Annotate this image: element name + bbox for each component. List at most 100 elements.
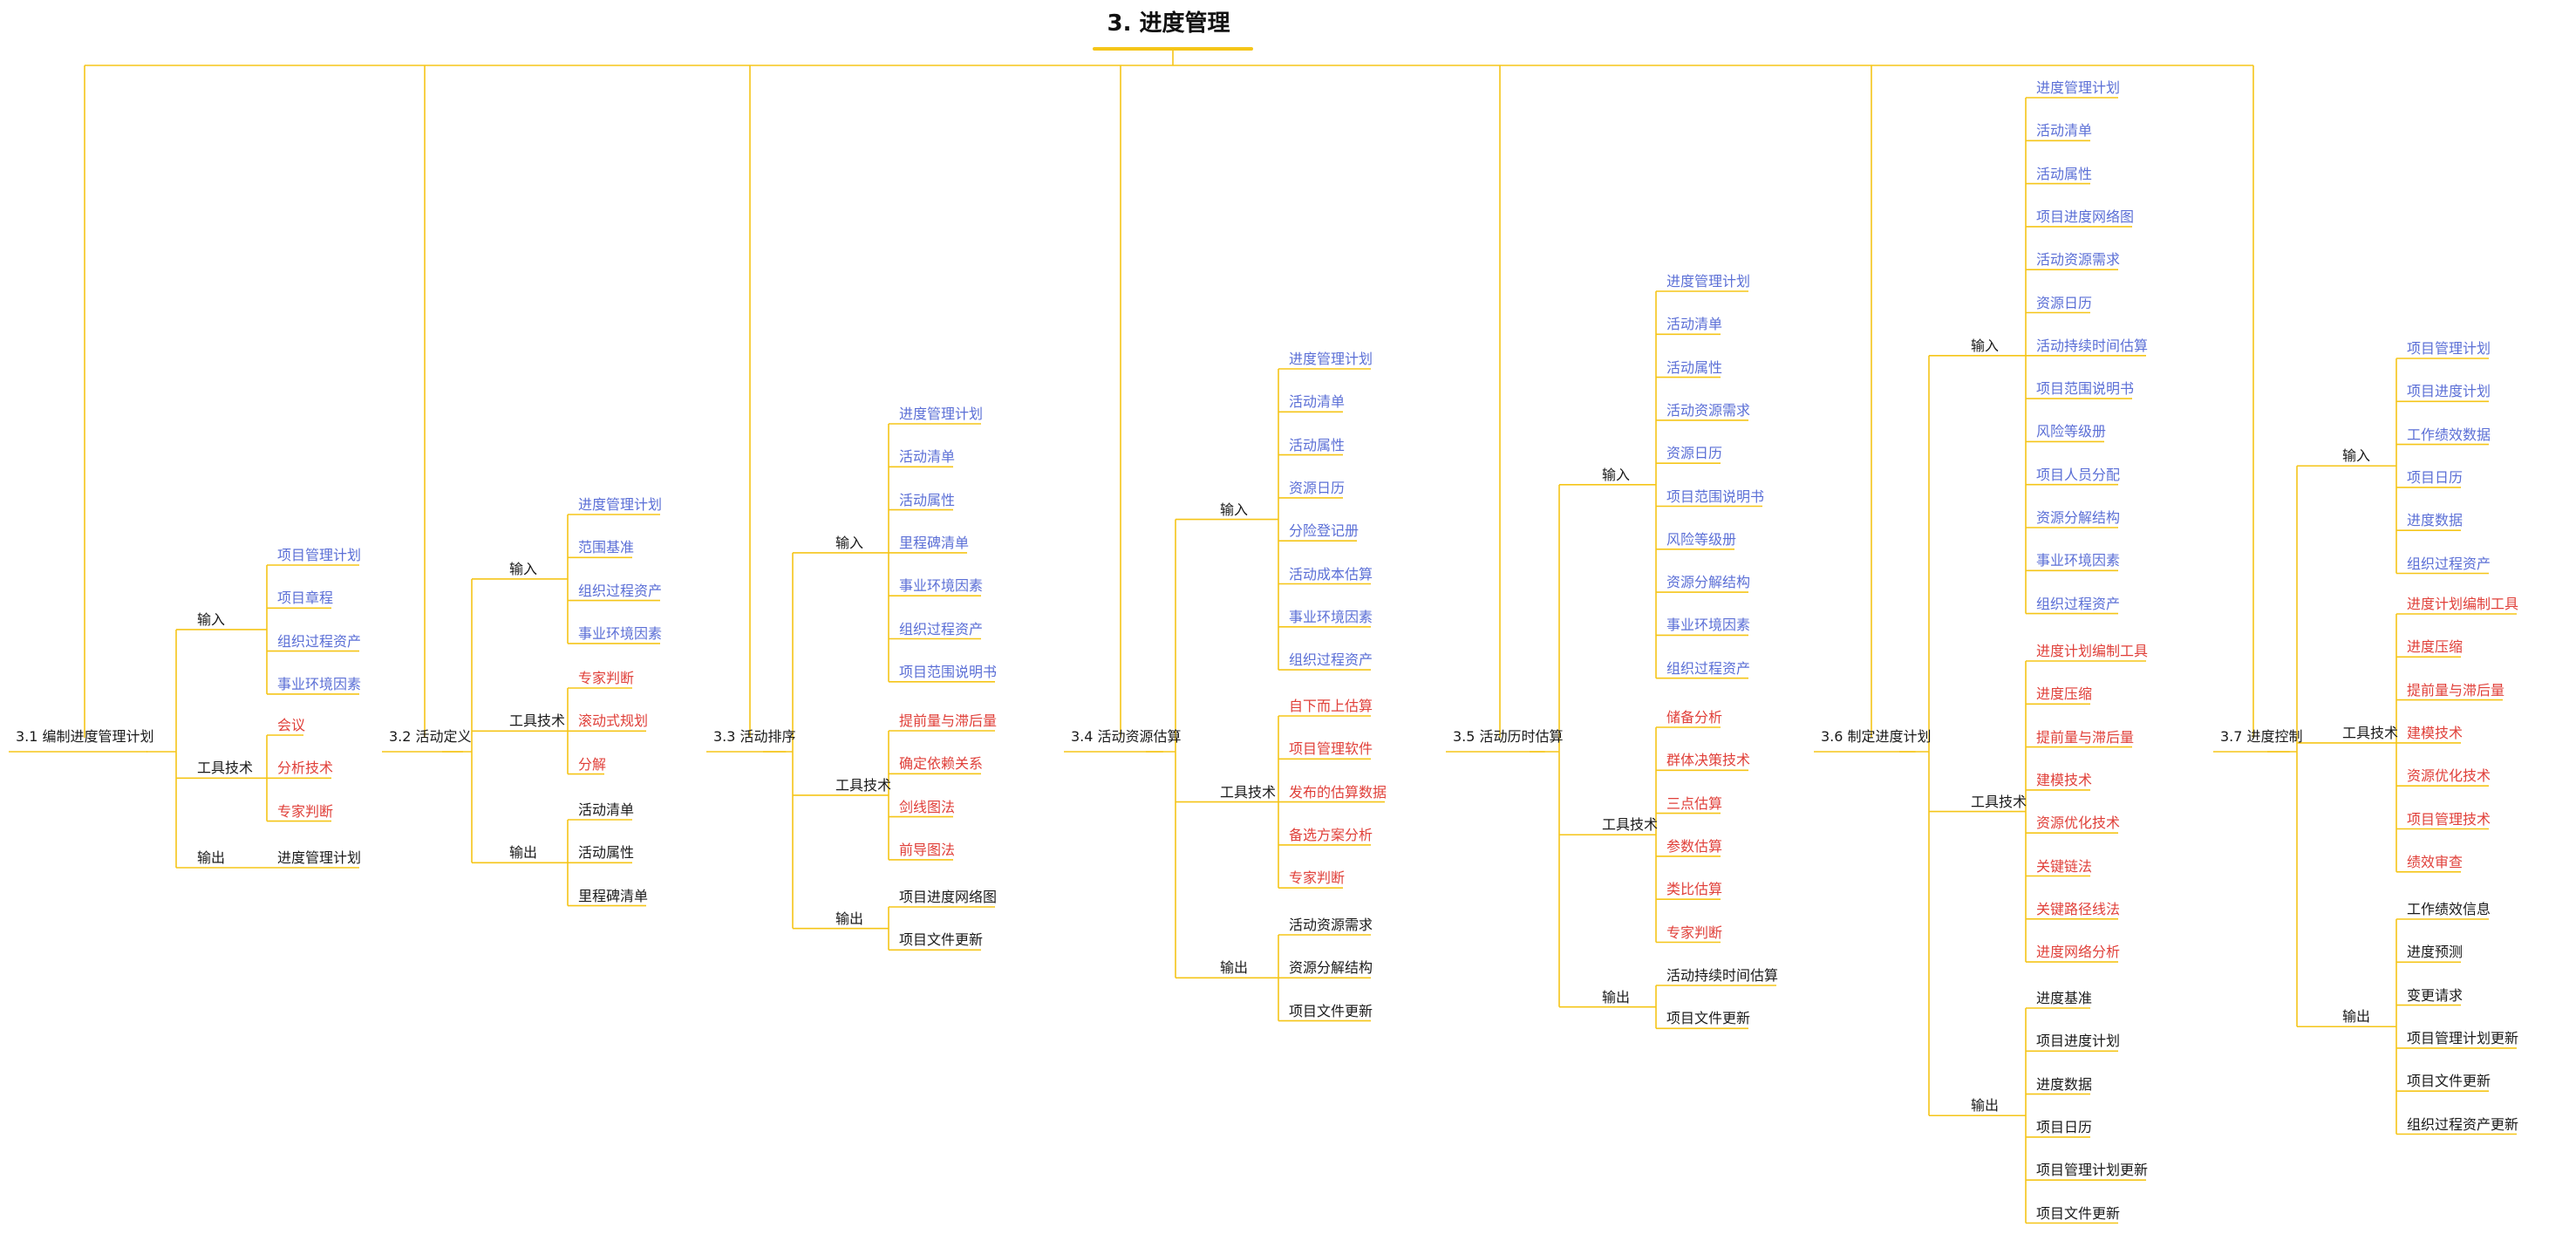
inputs-item: 事业环境因素: [2036, 552, 2121, 569]
tools-item: 项目管理技术: [2407, 810, 2491, 828]
inputs-item: 项目范围说明书: [1666, 487, 1765, 505]
outputs-item: 项目进度网络图: [899, 889, 998, 905]
tools-item: 项目管理软件: [1289, 740, 1373, 758]
category-inputs: 输入: [835, 534, 864, 551]
inputs-item: 进度管理计划: [1666, 273, 1751, 290]
inputs-item: 项目人员分配: [2036, 466, 2121, 483]
inputs-item: 活动清单: [2036, 122, 2093, 140]
category-outputs: 输出: [1602, 988, 1631, 1005]
outputs-item: 项目日历: [2036, 1118, 2093, 1135]
category-tools: 工具技术: [1602, 816, 1659, 834]
outputs-item: 工作绩效信息: [2407, 901, 2491, 917]
inputs-item: 资源日历: [1289, 479, 1346, 496]
inputs-item: 项目进度计划: [2407, 383, 2491, 400]
category-inputs: 输入: [1220, 501, 1249, 518]
inputs-item: 组织过程资产: [2407, 555, 2491, 572]
outputs-item: 组织过程资产更新: [2407, 1115, 2519, 1133]
inputs-item: 里程碑清单: [899, 534, 970, 551]
tools-item: 资源优化技术: [2036, 814, 2121, 832]
inputs-item: 风险等级册: [2036, 423, 2107, 440]
outputs-item: 进度基准: [2036, 990, 2093, 1006]
tools-item: 前导图法: [899, 841, 956, 858]
tools-item: 进度压缩: [2036, 685, 2093, 703]
inputs-item: 活动资源需求: [1666, 401, 1751, 419]
inputs-item: 活动清单: [1666, 316, 1723, 333]
inputs-item: 事业环境因素: [578, 624, 663, 642]
title-underline: [1093, 47, 1253, 51]
outputs-item: 活动资源需求: [1289, 917, 1373, 933]
outputs-item: 项目文件更新: [2407, 1073, 2491, 1090]
tools-item: 绩效审查: [2407, 853, 2464, 870]
tools-item: 专家判断: [1289, 869, 1346, 887]
category-inputs: 输入: [509, 560, 538, 577]
tools-item: 确定依赖关系: [899, 755, 984, 773]
outputs-item: 项目文件更新: [1666, 1010, 1751, 1027]
inputs-item: 组织过程资产: [899, 620, 984, 637]
page-title: 3. 进度管理: [1107, 10, 1230, 37]
category-inputs: 输入: [1602, 466, 1631, 483]
inputs-item: 进度管理计划: [899, 406, 984, 422]
category-tools: 工具技术: [2342, 724, 2399, 741]
outputs-item: 资源分解结构: [1289, 959, 1373, 977]
section-title: 3.6 制定进度计划: [1821, 728, 1932, 745]
inputs-item: 资源日历: [2036, 294, 2093, 311]
tools-item: 关键链法: [2036, 857, 2093, 875]
inputs-item: 进度管理计划: [2036, 79, 2121, 96]
inputs-item: 活动属性: [899, 491, 956, 508]
inputs-item: 项目范围说明书: [2036, 380, 2135, 398]
tools-item: 备选方案分析: [1289, 826, 1373, 843]
section-title: 3.2 活动定义: [389, 728, 472, 745]
outputs-item: 活动清单: [578, 801, 635, 818]
tools-item: 发布的估算数据: [1289, 783, 1387, 801]
inputs-item: 活动持续时间估算: [2036, 337, 2149, 354]
category-inputs: 输入: [197, 610, 226, 628]
tools-item: 专家判断: [578, 670, 635, 686]
tools-item: 储备分析: [1666, 709, 1723, 726]
inputs-item: 项目章程: [277, 590, 334, 607]
category-tools: 工具技术: [1220, 783, 1277, 801]
inputs-item: 资源日历: [1666, 445, 1723, 462]
inputs-item: 进度数据: [2407, 512, 2464, 529]
tools-item: 资源优化技术: [2407, 767, 2491, 785]
tools-item: 专家判断: [277, 802, 334, 820]
inputs-item: 资源分解结构: [1666, 574, 1751, 591]
outputs-item: 项目文件更新: [1289, 1002, 1373, 1019]
tools-item: 进度计划编制工具: [2407, 596, 2519, 612]
tools-item: 进度压缩: [2407, 638, 2464, 656]
inputs-item: 事业环境因素: [1289, 608, 1373, 625]
section-title: 3.7 进度控制: [2220, 728, 2303, 745]
section-title: 3.3 活动排序: [713, 728, 796, 745]
tools-item: 建模技术: [2407, 724, 2464, 741]
outputs-item: 活动持续时间估算: [1666, 967, 1779, 984]
category-outputs: 输出: [509, 844, 538, 862]
inputs-item: 范围基准: [578, 539, 635, 556]
category-inputs: 输入: [2342, 447, 2371, 465]
tools-item: 提前量与滞后量: [899, 712, 998, 729]
category-outputs: 输出: [835, 910, 864, 927]
section-title: 3.5 活动历时估算: [1453, 728, 1564, 745]
inputs-item: 组织过程资产: [2036, 595, 2121, 612]
inputs-item: 组织过程资产: [277, 632, 362, 650]
tools-item: 类比估算: [1666, 881, 1723, 898]
category-outputs: 输出: [197, 849, 226, 866]
category-outputs: 输出: [1971, 1097, 2000, 1114]
inputs-item: 事业环境因素: [1666, 617, 1751, 634]
tools-item: 分析技术: [277, 760, 334, 777]
inputs-item: 事业环境因素: [899, 577, 984, 595]
outputs-item: 项目管理计划更新: [2036, 1162, 2149, 1179]
outputs-item: 进度预测: [2407, 944, 2464, 961]
outputs-item: 进度管理计划: [277, 849, 362, 866]
outputs-item: 进度数据: [2036, 1075, 2093, 1093]
section-title: 3.4 活动资源估算: [1071, 728, 1182, 745]
inputs-item: 项目进度网络图: [2036, 208, 2135, 225]
outputs-item: 项目进度计划: [2036, 1033, 2121, 1050]
outputs-item: 变更请求: [2407, 986, 2464, 1004]
tools-item: 关键路径线法: [2036, 900, 2121, 917]
tools-item: 自下而上估算: [1289, 698, 1373, 714]
inputs-item: 工作绩效数据: [2407, 426, 2491, 443]
outputs-item: 项目文件更新: [2036, 1204, 2121, 1222]
tools-item: 专家判断: [1666, 923, 1723, 941]
tools-item: 参数估算: [1666, 837, 1723, 855]
tools-item: 剑线图法: [899, 798, 956, 815]
